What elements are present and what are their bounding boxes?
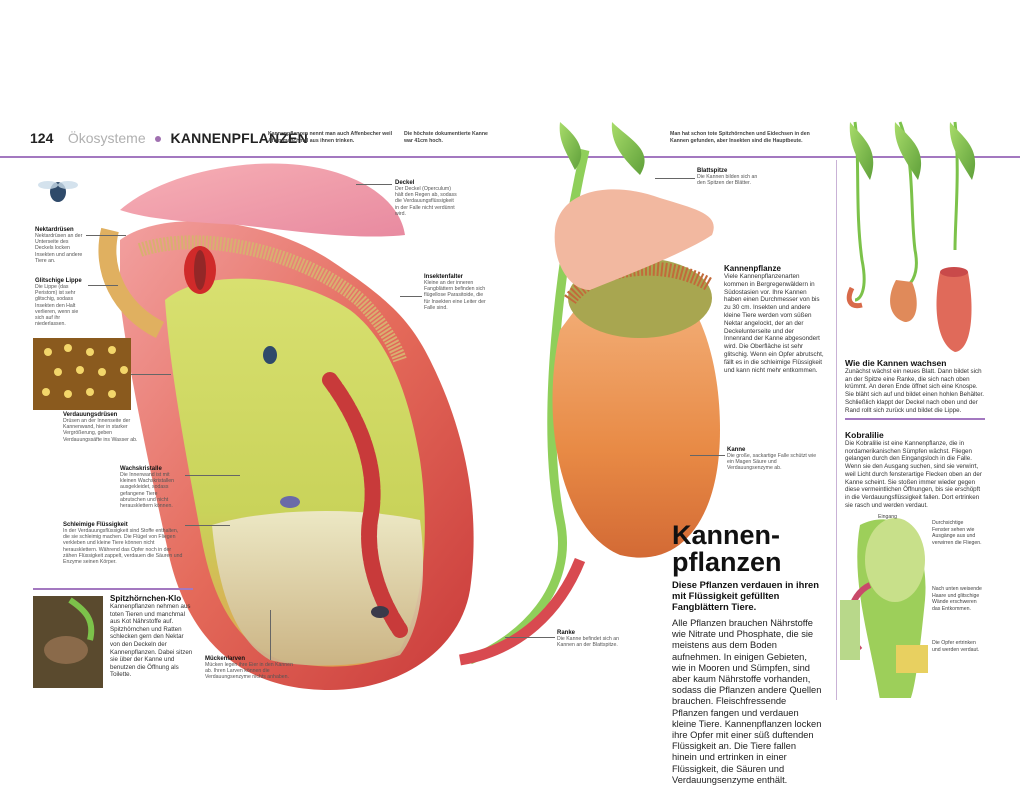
chapter-title: KANNENPFLANZEN xyxy=(170,130,308,146)
label-wachs: Wachskristalle Die Innenwand ist mit kle… xyxy=(120,466,182,509)
cobra-label-fenster: Durchsichtige Fenster sehen wie Ausgänge… xyxy=(932,520,982,546)
label-muecke-title: Mückenlarven xyxy=(205,656,246,662)
box-kannenpflanze-text: Viele Kannenpflanzenarten kommen in Berg… xyxy=(724,273,824,374)
box-kobra-text: Die Kobralilie ist eine Kannenpflanze, d… xyxy=(845,440,982,509)
page-header: 124 Ökosysteme KANNENPFLANZEN xyxy=(30,130,308,148)
box-kobra-title: Kobralilie xyxy=(845,430,884,440)
box-spitz-text: Kannenpflanzen nehmen aus toten Tieren u… xyxy=(110,603,193,679)
label-insekt-title: Insektenfalter xyxy=(424,274,464,280)
label-nektar-text: Nektardrüsen an der Unterseite des Decke… xyxy=(35,233,83,264)
leader-nektar xyxy=(86,235,126,236)
leader-muecke xyxy=(270,610,271,660)
leader-blatt xyxy=(655,178,695,179)
label-deckel-text: Der Deckel (Operculum) hält den Regen ab… xyxy=(395,186,457,217)
main-title-line2: pflanzen xyxy=(672,547,782,577)
label-lippe: Glitschige Lippe Die Lippe (das Peristom… xyxy=(35,278,87,327)
header-note-2: Die höchste dokumentierte Kanne war 41cm… xyxy=(404,131,488,144)
label-blatt: Blattspitze Die Kannen bilden sich an de… xyxy=(697,168,765,186)
label-lippe-text: Die Lippe (das Peristom) ist sehr glitsc… xyxy=(35,284,79,328)
leader-ranke xyxy=(505,637,555,638)
label-insekt-text: Kleine an der inneren Fangblättern befin… xyxy=(424,280,486,311)
leader-kanne xyxy=(690,455,725,456)
main-title-line1: Kannen- xyxy=(672,520,780,550)
spitz-rule xyxy=(33,588,193,590)
label-schleim-text: In der Verdauungsflüssigkeit sind Stoffe… xyxy=(63,528,183,566)
page-number: 124 xyxy=(30,130,54,146)
box-wachsen-title: Wie die Kannen wachsen xyxy=(845,358,947,368)
box-spitz: Spitzhörnchen-Klo Kannenpflanzen nehmen … xyxy=(110,594,195,679)
cobra-label-eingang: Eingang xyxy=(878,514,898,520)
label-deckel-title: Deckel xyxy=(395,180,415,186)
label-muecke-text: Mücken legen ihre Eier in den Kannen ab.… xyxy=(205,662,293,681)
pitcher-illustration xyxy=(33,121,976,698)
label-ranke-text: Die Kanne befindet sich an Kannen an der… xyxy=(557,636,620,649)
leader-wachs xyxy=(185,475,240,476)
label-nektar-title: Nektardrüsen xyxy=(35,227,74,233)
wachsen-rule xyxy=(845,418,985,420)
label-ranke: Ranke Die Kanne befindet sich an Kannen … xyxy=(557,630,627,648)
label-kanne-title: Kanne xyxy=(727,447,746,453)
label-verdauung: Verdauungsdrüsen Drüsen an der Innenseit… xyxy=(63,412,143,443)
cobra-label-opfer: Die Opfer ertrinken und werden verdaut. xyxy=(932,640,980,653)
label-ranke-title: Ranke xyxy=(557,630,576,636)
label-kanne: Kanne Die große, sackartige Falle schütz… xyxy=(727,447,817,472)
leader-insekt xyxy=(400,296,422,297)
main-body: Alle Pflanzen brauchen Nährstoffe wie Ni… xyxy=(672,618,822,785)
box-wachsen: Wie die Kannen wachsen Zunächst wächst e… xyxy=(845,358,985,414)
box-wachsen-text: Zunächst wächst ein neues Blatt. Dann bi… xyxy=(845,368,984,414)
label-verdauung-title: Verdauungsdrüsen xyxy=(63,412,118,418)
box-kobra: Kobralilie Die Kobralilie ist eine Kanne… xyxy=(845,430,985,509)
section-name: Ökosysteme xyxy=(67,130,146,146)
box-kannenpflanze-title: Kannenpflanze xyxy=(724,264,781,273)
leader-deckel xyxy=(356,184,392,185)
main-lead: Diese Pflanzen verdauen in ihren mit Flü… xyxy=(672,579,819,612)
label-muecke: Mückenlarven Mücken legen ihre Eier in d… xyxy=(205,656,295,681)
leader-schleim xyxy=(185,525,230,526)
label-schleim-title: Schleimige Flüssigkeit xyxy=(63,522,128,528)
label-schleim: Schleimige Flüssigkeit In der Verdauungs… xyxy=(63,522,183,565)
label-verdauung-text: Drüsen an der Innenseite der Kannenwand,… xyxy=(63,418,138,443)
label-blatt-title: Blattspitze xyxy=(697,168,728,174)
header-note-1: Kannenpflanzen nennt man auch Affenbeche… xyxy=(268,131,393,144)
leader-verdauung xyxy=(131,374,171,375)
label-kanne-text: Die große, sackartige Falle schützt wie … xyxy=(727,453,817,472)
header-bullet xyxy=(155,136,162,142)
label-blatt-text: Die Kannen bilden sich an den Spitzen de… xyxy=(697,174,758,187)
label-wachs-text: Die Innenwand ist mit kleinen Wachskrist… xyxy=(120,472,175,510)
leader-lippe xyxy=(88,285,118,286)
header-rule xyxy=(0,156,1020,158)
header-note-3: Man hat schon tote Spitzhörnchen und Eid… xyxy=(670,131,810,144)
right-column-divider xyxy=(836,160,837,700)
label-wachs-title: Wachskristalle xyxy=(120,466,162,472)
main-article: Kannen- pflanzen Diese Pflanzen verdauen… xyxy=(672,522,822,786)
cobra-label-haare: Nach unten weisende Haare und glitschige… xyxy=(932,586,982,612)
label-lippe-title: Glitschige Lippe xyxy=(35,278,82,284)
box-spitz-title: Spitzhörnchen-Klo xyxy=(110,594,182,603)
box-kannenpflanze: Kannenpflanze Viele Kannenpflanzenarten … xyxy=(724,264,824,374)
label-deckel: Deckel Der Deckel (Operculum) hält den R… xyxy=(395,180,457,217)
label-insekt: Insektenfalter Kleine an der inneren Fan… xyxy=(424,274,488,311)
label-nektar: Nektardrüsen Nektardrüsen an der Unterse… xyxy=(35,227,87,264)
